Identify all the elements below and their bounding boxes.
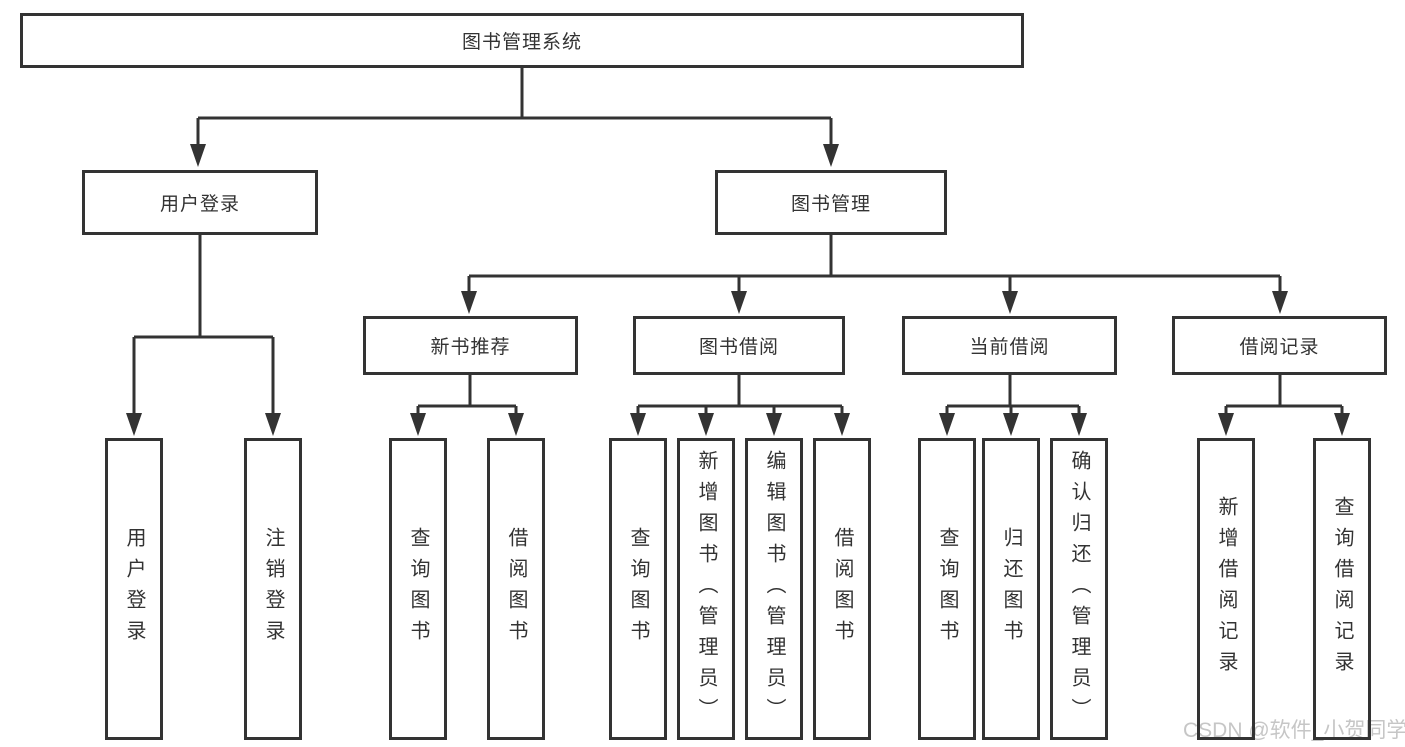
leaf-query-books-recommend: 查询图书	[389, 438, 447, 740]
leaf-query-borrow-record: 查询借阅记录	[1313, 438, 1371, 740]
node-user-login: 用户登录	[82, 170, 318, 235]
node-current-borrowing: 当前借阅	[902, 316, 1117, 375]
leaf-query-books-current: 查询图书	[918, 438, 976, 740]
leaf-edit-book-admin: 编辑图书（管理员）	[745, 438, 803, 740]
node-library-management-system: 图书管理系统	[20, 13, 1024, 68]
leaf-logout: 注销登录	[244, 438, 302, 740]
leaf-return-book: 归还图书	[982, 438, 1040, 740]
leaf-query-books-borrow: 查询图书	[609, 438, 667, 740]
leaf-user-login: 用户登录	[105, 438, 163, 740]
node-book-borrowing: 图书借阅	[633, 316, 845, 375]
csdn-watermark: CSDN @软件_小贺同学	[1183, 719, 1405, 742]
leaf-borrow-books-recommend: 借阅图书	[487, 438, 545, 740]
node-borrowing-records: 借阅记录	[1172, 316, 1387, 375]
leaf-add-book-admin: 新增图书（管理员）	[677, 438, 735, 740]
connector-stroke-lines	[132, 68, 1344, 415]
node-new-book-recommendation: 新书推荐	[363, 316, 578, 375]
leaf-confirm-return-admin: 确认归还（管理员）	[1050, 438, 1108, 740]
leaf-add-borrow-record: 新增借阅记录	[1197, 438, 1255, 740]
node-book-management: 图书管理	[715, 170, 947, 235]
leaf-borrow-books: 借阅图书	[813, 438, 871, 740]
